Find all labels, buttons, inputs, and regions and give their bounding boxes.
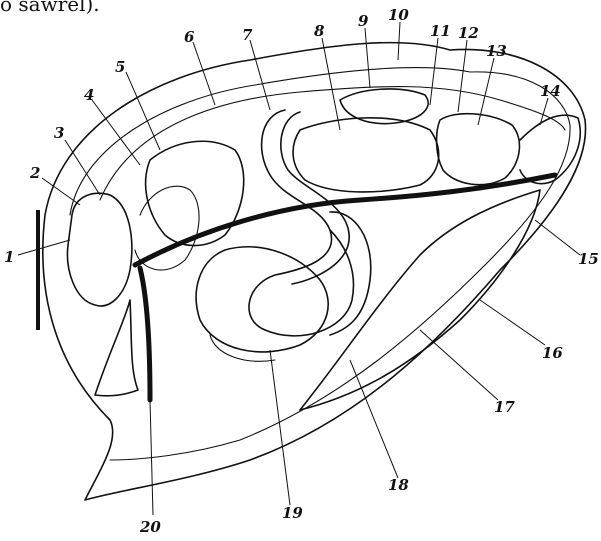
label-7: 7 bbox=[242, 26, 253, 44]
label-11: 11 bbox=[430, 22, 451, 40]
label-10: 10 bbox=[388, 6, 409, 24]
label-19: 19 bbox=[282, 504, 303, 522]
stomach bbox=[293, 118, 439, 192]
palp bbox=[146, 141, 244, 245]
label-5: 5 bbox=[115, 58, 125, 76]
rectum bbox=[330, 212, 371, 335]
label-13: 13 bbox=[486, 42, 507, 60]
label-17: 17 bbox=[494, 398, 515, 416]
label-4: 4 bbox=[84, 86, 94, 104]
label-12: 12 bbox=[458, 24, 479, 42]
foot bbox=[196, 247, 328, 352]
label-18: 18 bbox=[388, 476, 409, 494]
anterior-adductor bbox=[67, 193, 131, 306]
label-16: 16 bbox=[542, 344, 563, 362]
shell-outline bbox=[43, 43, 586, 500]
siphon bbox=[520, 115, 580, 183]
label-9: 9 bbox=[358, 12, 369, 30]
label-15: 15 bbox=[578, 250, 599, 268]
nerve-cord-down bbox=[140, 268, 150, 400]
label-20: 20 bbox=[139, 518, 161, 536]
label-3: 3 bbox=[54, 124, 64, 142]
label-6: 6 bbox=[184, 28, 195, 46]
foot-lobe bbox=[210, 335, 275, 361]
label-14: 14 bbox=[540, 82, 561, 100]
gill-hatched bbox=[300, 190, 540, 410]
intestine bbox=[249, 110, 354, 336]
intestine-inner bbox=[281, 112, 349, 284]
label-2: 2 bbox=[29, 164, 40, 182]
label-1: 1 bbox=[4, 248, 14, 266]
label-8: 8 bbox=[314, 22, 325, 40]
lower-left-triangle bbox=[95, 300, 138, 396]
